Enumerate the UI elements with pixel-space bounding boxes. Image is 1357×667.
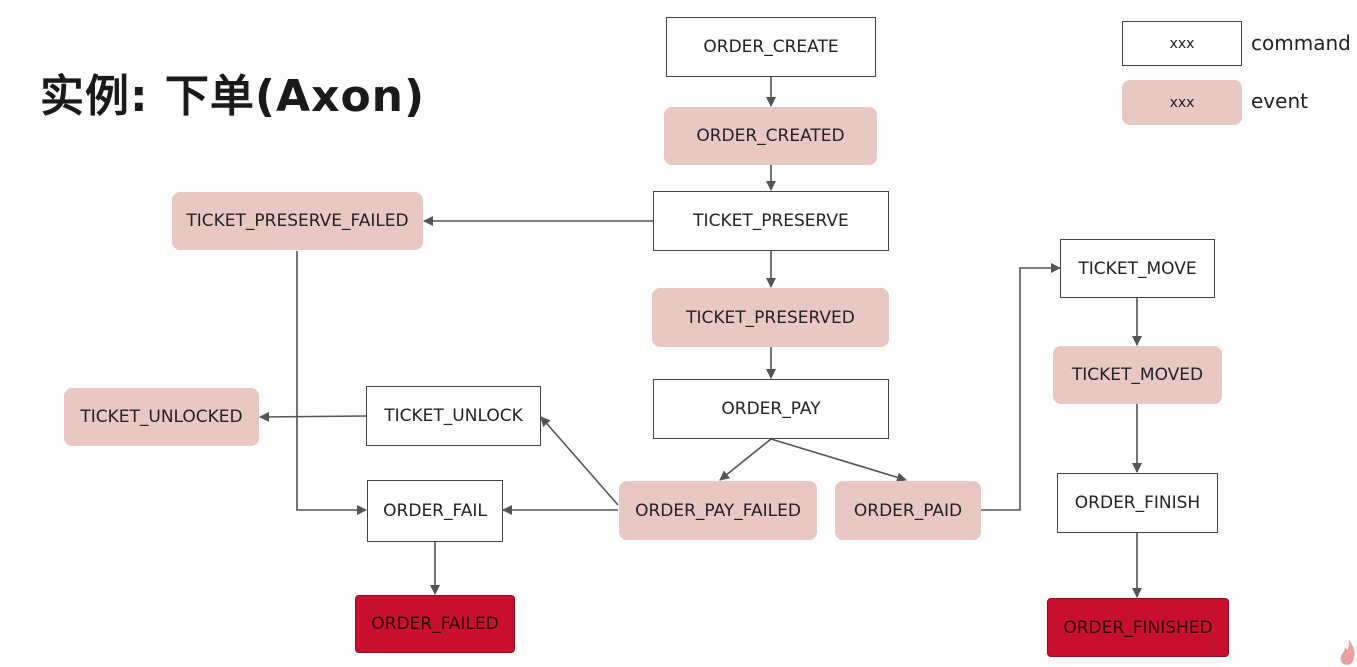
- legend-event-swatch: xxx: [1122, 80, 1242, 125]
- edge-paid-move: [981, 263, 1061, 511]
- edge-pay-payfailed: [719, 438, 772, 481]
- node-order-finish: ORDER_FINISH: [1057, 473, 1218, 533]
- node-ticket-move: TICKET_MOVE: [1060, 239, 1215, 298]
- node-order-paid: ORDER_PAID: [835, 481, 981, 540]
- node-ticket-preserve-failed: TICKET_PRESERVE_FAILED: [172, 192, 423, 250]
- node-order-pay: ORDER_PAY: [653, 379, 889, 439]
- flame-icon: [1340, 639, 1355, 665]
- node-order-created: ORDER_CREATED: [664, 107, 877, 165]
- edge-pay-paid: [770, 438, 907, 483]
- edge-preservefailed-orderfail: [296, 251, 367, 515]
- node-ticket-unlock: TICKET_UNLOCK: [366, 386, 541, 446]
- slide-title: 实例: 下单(Axon): [40, 71, 426, 122]
- legend-command-label: command: [1251, 31, 1351, 55]
- edge-unlock-unlocked: [259, 411, 367, 422]
- node-ticket-moved: TICKET_MOVED: [1053, 346, 1222, 404]
- node-order-finished: ORDER_FINISHED: [1047, 598, 1229, 657]
- node-order-pay-failed: ORDER_PAY_FAILED: [619, 481, 817, 540]
- node-order-failed: ORDER_FAILED: [355, 595, 515, 653]
- node-ticket-unlocked: TICKET_UNLOCKED: [64, 388, 259, 446]
- legend-command-swatch: xxx: [1122, 21, 1242, 66]
- legend-event-label: event: [1251, 89, 1308, 113]
- node-ticket-preserve: TICKET_PRESERVE: [653, 191, 889, 251]
- node-ticket-preserved: TICKET_PRESERVED: [652, 288, 889, 347]
- edge-payfailed-unlock: [540, 416, 619, 506]
- node-order-fail: ORDER_FAIL: [367, 480, 503, 542]
- node-order-create: ORDER_CREATE: [666, 17, 876, 77]
